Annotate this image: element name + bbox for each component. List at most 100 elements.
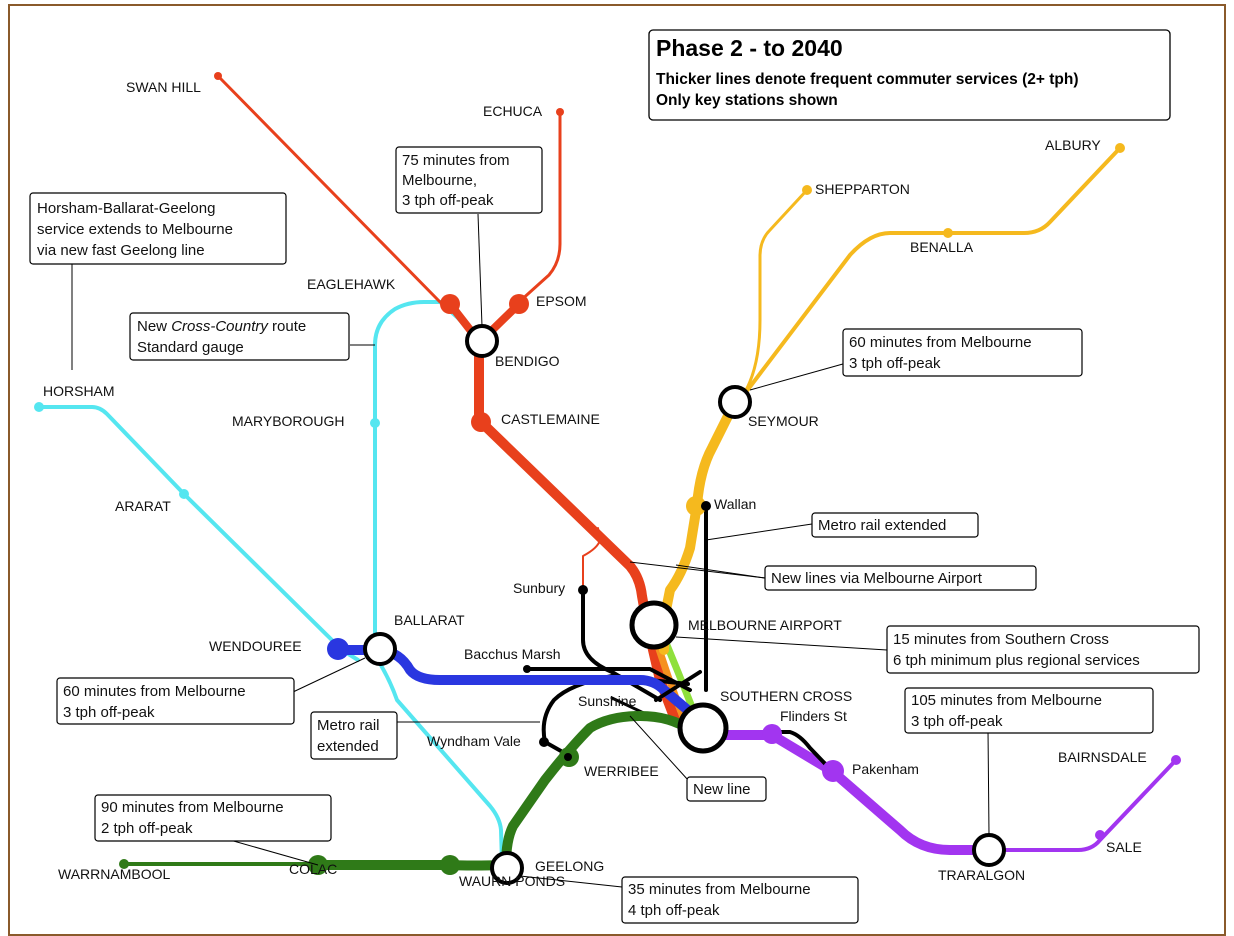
- geelong-line: [501, 711, 695, 870]
- flinders-st-dot: [762, 724, 782, 744]
- label-wallan: Wallan: [714, 496, 756, 512]
- callout-text: 75 minutes from: [402, 152, 510, 169]
- callout-text: New lines via Melbourne Airport: [771, 570, 983, 587]
- melbourne-airport-interchange: [629, 600, 679, 650]
- pakenham-dot: [822, 760, 844, 782]
- sunbury-red-branch: [582, 527, 601, 589]
- sunbury-metro: [581, 588, 662, 702]
- callout-text: via new fast Geelong line: [37, 242, 205, 259]
- wallan-yellow-dot: [686, 496, 706, 516]
- label-wyndham-vale: Wyndham Vale: [427, 733, 521, 749]
- label-southern-cross: SOUTHERN CROSS: [720, 688, 852, 704]
- label-sale: SALE: [1106, 839, 1142, 855]
- label-waurn-ponds: WAURN PONDS: [459, 873, 565, 889]
- label-seymour: SEYMOUR: [748, 413, 819, 429]
- title-line2: Only key stations shown: [656, 92, 838, 109]
- station-labels: SWAN HILL ECHUCA ALBURY SHEPPARTON BENAL…: [43, 79, 1147, 889]
- callout-geelong-time: 35 minutes from Melbourne 4 tph off-peak: [621, 876, 859, 924]
- callout-text: 60 minutes from Melbourne: [63, 683, 246, 700]
- callout-text: service extends to Melbourne: [37, 221, 233, 238]
- callout-text: 3 tph off-peak: [911, 713, 1003, 730]
- callout-text: Melbourne,: [402, 172, 477, 189]
- title-line1: Thicker lines denote frequent commuter s…: [656, 71, 1079, 88]
- sale-dot: [1095, 830, 1105, 840]
- gippsland-line: [700, 730, 995, 855]
- label-horsham: HORSHAM: [43, 383, 115, 399]
- label-echuca: ECHUCA: [483, 103, 543, 119]
- bacchus-marsh-dot: [523, 665, 531, 673]
- bendigo-trunk: [474, 335, 681, 727]
- label-maryborough: MARYBOROUGH: [232, 413, 345, 429]
- callout-text: Standard gauge: [137, 339, 244, 356]
- callout-text: 3 tph off-peak: [402, 192, 494, 209]
- shepparton-line: [738, 188, 809, 402]
- callout-seymour-time: 60 minutes from Melbourne 3 tph off-peak: [842, 328, 1083, 377]
- geelong-waurn-ponds: [313, 860, 511, 871]
- label-warrnambool: WARRNAMBOOL: [58, 866, 170, 882]
- callout-metro-wyndham: Metro rail extended: [310, 711, 398, 760]
- callout-bendigo-time: 75 minutes from Melbourne, 3 tph off-pea…: [395, 146, 543, 214]
- ballarat-interchange: [363, 632, 397, 666]
- callout-text: 35 minutes from Melbourne: [628, 881, 811, 898]
- callout-text: Metro rail: [317, 717, 380, 734]
- echuca-dot: [556, 108, 564, 116]
- albury-dot: [1115, 143, 1125, 153]
- map-border: [8, 4, 1226, 936]
- title-heading: Phase 2 - to 2040: [656, 35, 843, 61]
- echuca-line: [517, 110, 562, 304]
- label-bacchus-marsh: Bacchus Marsh: [464, 646, 560, 662]
- label-swan-hill: SWAN HILL: [126, 79, 201, 95]
- label-ballarat: BALLARAT: [394, 612, 465, 628]
- label-pakenham: Pakenham: [852, 761, 919, 777]
- seymour-trunk: [659, 397, 740, 655]
- callout-text: New line: [693, 781, 751, 798]
- maryborough-dot: [370, 418, 380, 428]
- label-bendigo: BENDIGO: [495, 353, 560, 369]
- label-albury: ALBURY: [1045, 137, 1101, 153]
- southern-cross-interchange: [677, 702, 729, 754]
- callout-text: 105 minutes from Melbourne: [911, 692, 1102, 709]
- callout-text: Horsham-Ballarat-Geelong: [37, 200, 215, 217]
- callout-airport-time: 15 minutes from Southern Cross 6 tph min…: [886, 625, 1200, 674]
- wallan-dot: [701, 501, 711, 511]
- werribee-metro-dot: [564, 753, 572, 761]
- callout-horsham-service: Horsham-Ballarat-Geelong service extends…: [29, 192, 287, 265]
- callout-text: 4 tph off-peak: [628, 902, 720, 919]
- waurn-ponds-dot: [440, 855, 460, 875]
- callout-text: 3 tph off-peak: [849, 355, 941, 372]
- pakenham-metro: [768, 730, 834, 773]
- callout-text: New Cross-Country route: [137, 318, 306, 335]
- label-geelong: GEELONG: [535, 858, 604, 874]
- horsham-dot: [34, 402, 44, 412]
- shepparton-dot: [802, 185, 812, 195]
- label-sunbury: Sunbury: [513, 580, 565, 596]
- benalla-dot: [943, 228, 953, 238]
- callout-traralgon-time: 105 minutes from Melbourne 3 tph off-pea…: [904, 687, 1154, 734]
- bendigo-interchange: [465, 324, 499, 358]
- label-epsom: EPSOM: [536, 293, 587, 309]
- swan-hill-dot: [214, 72, 222, 80]
- wyndham-vale-dot: [539, 737, 549, 747]
- label-eaglehawk: EAGLEHAWK: [307, 276, 396, 292]
- label-ararat: ARARAT: [115, 498, 171, 514]
- label-melbourne-airport: MELBOURNE AIRPORT: [688, 617, 842, 633]
- traralgon-interchange: [972, 833, 1006, 867]
- callout-text: 90 minutes from Melbourne: [101, 799, 284, 816]
- seymour-interchange: [718, 385, 752, 419]
- label-flinders-st: Flinders St: [780, 708, 847, 724]
- label-castlemaine: CASTLEMAINE: [501, 411, 600, 427]
- ararat-line: [37, 405, 360, 662]
- bairnsdale-dot: [1171, 755, 1181, 765]
- geelong-interchange: [490, 851, 524, 885]
- label-benalla: BENALLA: [910, 239, 974, 255]
- callout-text: 2 tph off-peak: [101, 820, 193, 837]
- epsom-dot: [509, 294, 529, 314]
- sunbury-dot: [578, 585, 588, 595]
- callout-text: 6 tph minimum plus regional services: [893, 652, 1140, 669]
- callout-text: 3 tph off-peak: [63, 704, 155, 721]
- callout-ballarat-time: 60 minutes from Melbourne 3 tph off-peak: [56, 677, 295, 725]
- label-bairnsdale: BAIRNSDALE: [1058, 749, 1147, 765]
- label-werribee: WERRIBEE: [584, 763, 659, 779]
